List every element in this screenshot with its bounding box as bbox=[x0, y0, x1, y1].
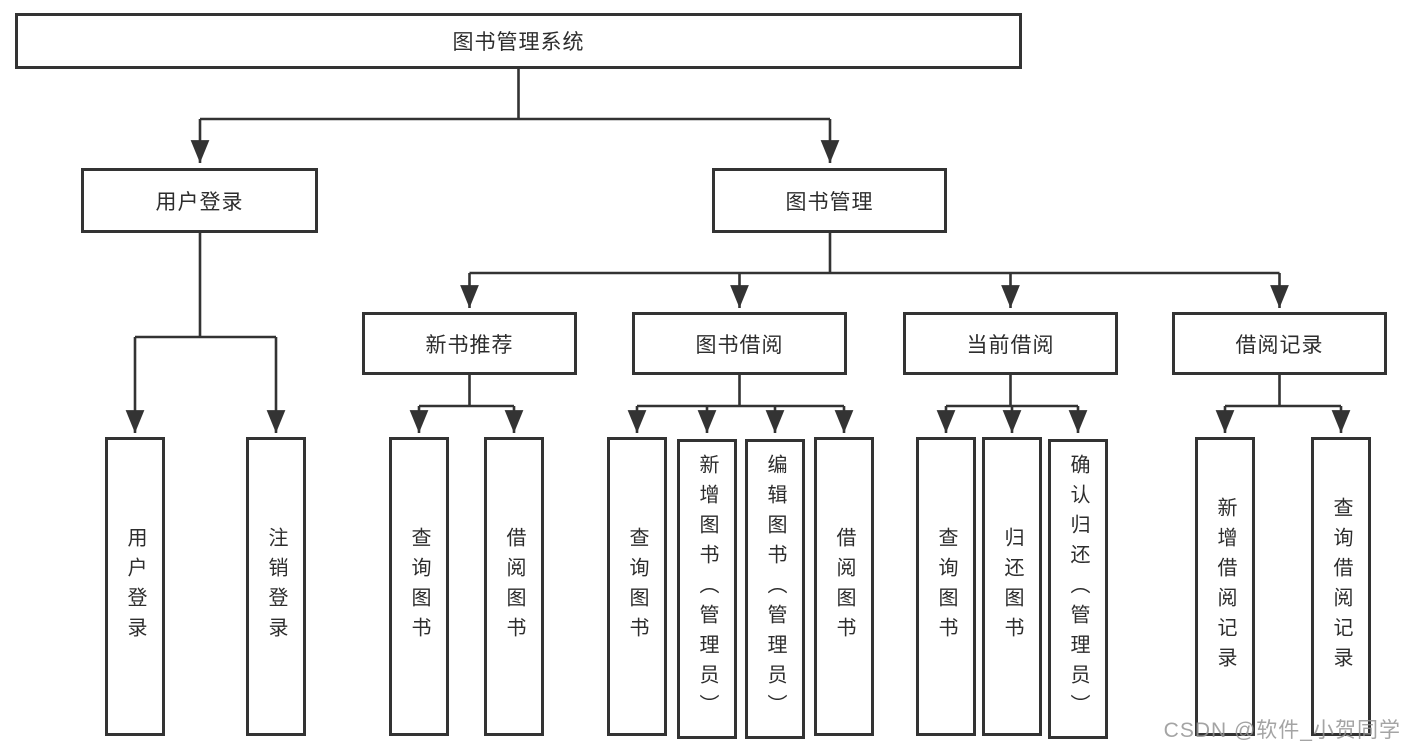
leaf-recommend-query-books-label: 查询图书 bbox=[408, 526, 430, 647]
node-book-borrowing: 图书借阅 bbox=[632, 312, 847, 375]
node-user-login: 用户登录 bbox=[81, 168, 318, 233]
leaf-current-confirm-return-admin: 确认归还（管理员） bbox=[1048, 439, 1108, 739]
leaf-borrowing-query-books: 查询图书 bbox=[607, 437, 667, 736]
leaf-recommend-query-books: 查询图书 bbox=[389, 437, 449, 736]
leaf-records-add-record: 新增借阅记录 bbox=[1195, 437, 1255, 736]
leaf-borrowing-edit-books-admin: 编辑图书（管理员） bbox=[745, 439, 805, 739]
leaf-current-return-books: 归还图书 bbox=[982, 437, 1042, 736]
node-root: 图书管理系统 bbox=[15, 13, 1022, 69]
node-current-borrowing: 当前借阅 bbox=[903, 312, 1118, 375]
node-current-borrowing-label: 当前借阅 bbox=[966, 333, 1055, 357]
leaf-borrowing-borrow-books: 借阅图书 bbox=[814, 437, 874, 736]
leaf-current-confirm-return-admin-label: 确认归还（管理员） bbox=[1067, 454, 1089, 724]
node-book-management-label: 图书管理 bbox=[785, 190, 874, 214]
node-new-book-recommend-label: 新书推荐 bbox=[425, 333, 514, 357]
leaf-logout-label: 注销登录 bbox=[265, 526, 287, 647]
leaf-current-query-books-label: 查询图书 bbox=[935, 526, 957, 647]
leaf-borrowing-add-books-admin: 新增图书（管理员） bbox=[677, 439, 737, 739]
leaf-borrowing-query-books-label: 查询图书 bbox=[626, 526, 648, 647]
leaf-borrowing-borrow-books-label: 借阅图书 bbox=[833, 526, 855, 647]
node-borrowing-records-label: 借阅记录 bbox=[1235, 333, 1324, 357]
leaf-recommend-borrow-books: 借阅图书 bbox=[484, 437, 544, 736]
node-borrowing-records: 借阅记录 bbox=[1172, 312, 1387, 375]
leaf-user-login: 用户登录 bbox=[105, 437, 165, 736]
leaf-records-add-record-label: 新增借阅记录 bbox=[1214, 496, 1236, 677]
node-root-label: 图书管理系统 bbox=[452, 31, 585, 54]
node-book-borrowing-label: 图书借阅 bbox=[695, 333, 784, 357]
leaf-recommend-borrow-books-label: 借阅图书 bbox=[503, 526, 525, 647]
leaf-borrowing-edit-books-admin-label: 编辑图书（管理员） bbox=[764, 454, 786, 724]
leaf-borrowing-add-books-admin-label: 新增图书（管理员） bbox=[696, 454, 718, 724]
leaf-logout: 注销登录 bbox=[246, 437, 306, 736]
leaf-records-query-record-label: 查询借阅记录 bbox=[1330, 496, 1352, 677]
node-book-management: 图书管理 bbox=[712, 168, 947, 233]
leaf-current-return-books-label: 归还图书 bbox=[1001, 526, 1023, 647]
csdn-watermark: CSDN @软件_小贺同学 bbox=[1163, 719, 1401, 742]
connector-rails bbox=[135, 69, 1341, 408]
node-new-book-recommend: 新书推荐 bbox=[362, 312, 577, 375]
node-user-login-label: 用户登录 bbox=[155, 190, 244, 214]
leaf-records-query-record: 查询借阅记录 bbox=[1311, 437, 1371, 736]
leaf-current-query-books: 查询图书 bbox=[916, 437, 976, 736]
leaf-user-login-label: 用户登录 bbox=[124, 526, 146, 647]
